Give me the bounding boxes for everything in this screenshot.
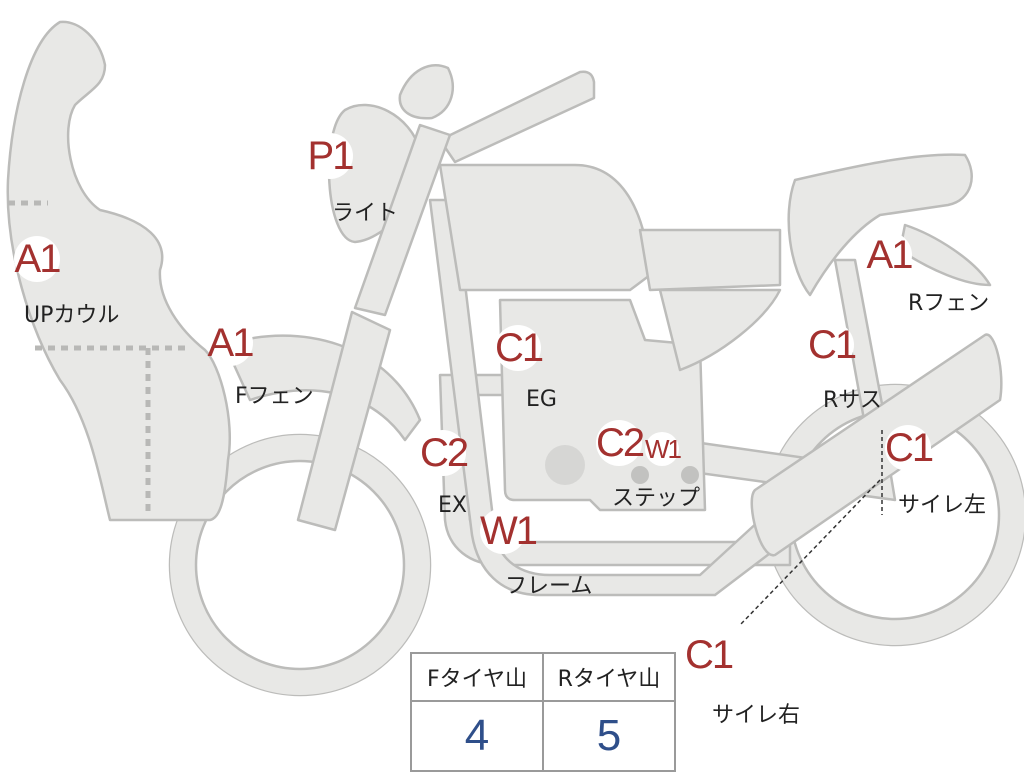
- silencer-left-code: C1: [885, 425, 934, 471]
- front-tire-header: Fタイヤ山: [410, 652, 544, 702]
- mirror-shape: [398, 64, 454, 120]
- upper-cowl-shape: [6, 20, 232, 522]
- silencer-right-code: C1: [685, 632, 734, 678]
- light-code: P1: [307, 133, 354, 179]
- frame-code: W1: [480, 508, 538, 554]
- engine-code: C1: [495, 325, 544, 371]
- front-fender-label: Fフェン: [235, 384, 314, 409]
- front-fork-shape: [353, 123, 452, 317]
- light-label: ライト: [332, 201, 399, 226]
- upper-cowl-label: UPカウル: [24, 303, 120, 328]
- engine-cover: [545, 445, 585, 485]
- exhaust-label: EX: [438, 493, 467, 518]
- rear-tire-value: 5: [542, 700, 676, 772]
- rear-suspension-code: C1: [808, 322, 857, 368]
- fork-lower-shape: [296, 310, 392, 532]
- side-cover-shape: [658, 288, 782, 372]
- silencer-shape: [750, 333, 1003, 557]
- rear-fender-code: A1: [866, 232, 913, 278]
- frame-label: フレーム: [505, 574, 593, 599]
- step-peg: [631, 466, 649, 484]
- step-label: ステップ: [612, 486, 701, 511]
- seat-shape: [638, 228, 782, 292]
- silencer-left-label: サイレ左: [898, 493, 987, 518]
- rear-tire-header: Rタイヤ山: [542, 652, 676, 702]
- engine-label: EG: [526, 387, 557, 412]
- silencer-right-leader: [739, 479, 881, 626]
- handlebar-shape: [438, 70, 596, 164]
- front-tire-value: 4: [410, 700, 544, 772]
- silencer-right-label: サイレ右: [712, 703, 801, 728]
- fuel-tank-shape: [438, 163, 652, 292]
- step-code-secondary: W1: [645, 432, 682, 466]
- step-peg-2: [681, 466, 699, 484]
- rear-cowl-shape: [787, 153, 973, 297]
- rear-fender-label: Rフェン: [908, 291, 990, 316]
- rear-suspension-label: Rサス: [823, 388, 882, 413]
- upper-cowl-code: A1: [14, 236, 61, 282]
- step-code: C2: [596, 420, 645, 466]
- tire-tread-table: Fタイヤ山 Rタイヤ山 4 5: [410, 652, 676, 772]
- front-wheel: [168, 433, 432, 697]
- exhaust-code: C2: [420, 430, 469, 476]
- rear-fender-shape: [898, 223, 992, 287]
- front-fender-code: A1: [207, 320, 254, 366]
